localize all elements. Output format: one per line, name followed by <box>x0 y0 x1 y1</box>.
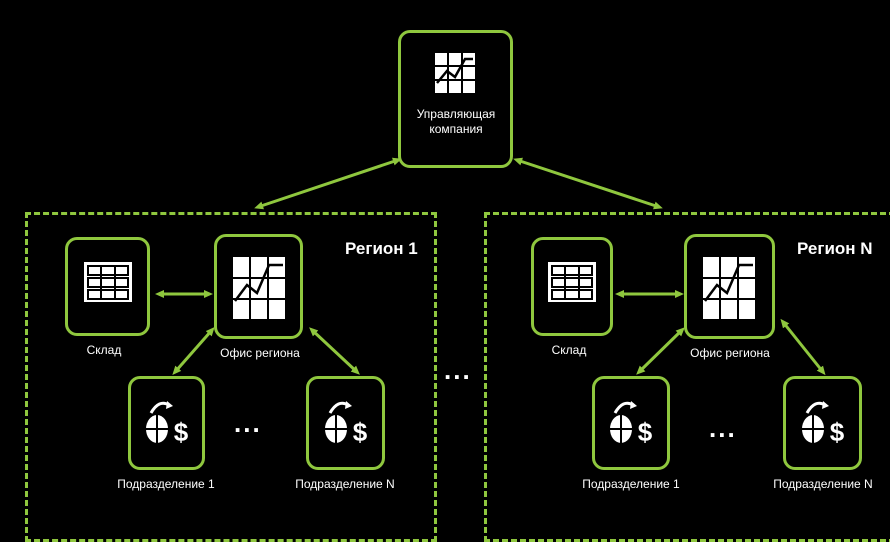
arrow-rn-office-division-1 <box>636 327 685 375</box>
rn-office-label: Офис региона <box>690 346 770 360</box>
r1-divisions-ellipsis: ... <box>234 408 262 438</box>
r1-warehouse-label: Склад <box>86 343 122 357</box>
rn-division-1-node: $ <box>592 376 670 470</box>
hq-label-line1: Управляющая <box>416 107 496 121</box>
chart-grid-icon <box>703 257 755 319</box>
svg-text:$: $ <box>353 417 368 447</box>
r1-division-n-label: Подразделение N <box>295 477 395 491</box>
rn-office-node <box>684 234 775 339</box>
arrow-hq-region-n <box>513 157 663 210</box>
hq-label-line2: компания <box>429 122 483 136</box>
piggy-bank-dollar-icon: $ <box>146 401 189 447</box>
arrow-rn-office-division-n <box>780 318 826 376</box>
hq-node: Управляющая компания <box>398 30 513 168</box>
chart-grid-icon <box>233 257 285 319</box>
piggy-bank-dollar-icon: $ <box>325 401 368 447</box>
r1-division-n-node: $ <box>306 376 385 470</box>
svg-text:$: $ <box>638 417 653 447</box>
rn-division-n-node: $ <box>783 376 862 470</box>
svg-text:$: $ <box>830 417 845 447</box>
rn-warehouse-node <box>531 237 613 336</box>
r1-division-1-label: Подразделение 1 <box>117 477 215 491</box>
r1-warehouse-node <box>65 237 150 336</box>
svg-text:$: $ <box>174 417 189 447</box>
r1-office-label: Офис региона <box>220 346 300 360</box>
arrow-r1-office-division-n <box>309 327 360 375</box>
regions-ellipsis: ... <box>444 355 472 385</box>
connection-arrows <box>155 157 826 376</box>
r1-division-1-node: $ <box>128 376 205 470</box>
table-icon <box>84 262 132 302</box>
rn-division-1-label: Подразделение 1 <box>582 477 680 491</box>
r1-office-node <box>214 234 303 339</box>
arrow-hq-region-1 <box>254 157 402 210</box>
rn-division-n-label: Подразделение N <box>773 477 873 491</box>
table-icon <box>548 262 596 302</box>
rn-divisions-ellipsis: ... <box>709 413 737 443</box>
region-1-title: Регион 1 <box>345 239 418 258</box>
piggy-bank-dollar-icon: $ <box>802 401 845 447</box>
chart-grid-icon <box>435 53 475 93</box>
piggy-bank-dollar-icon: $ <box>610 401 653 447</box>
arrow-r1-office-division-1 <box>172 326 215 376</box>
region-n-title: Регион N <box>797 239 873 258</box>
rn-warehouse-label: Склад <box>551 343 587 357</box>
